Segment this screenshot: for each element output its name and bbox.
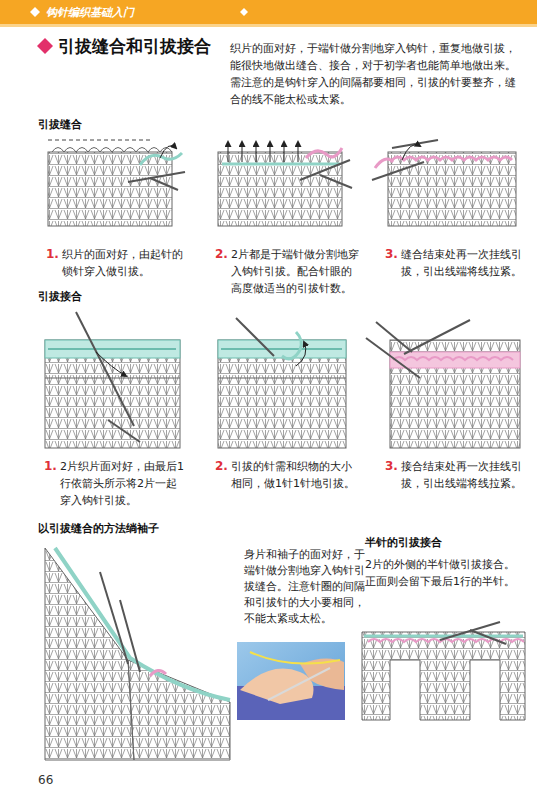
step-number: 3.	[385, 458, 401, 475]
step-number: 2.	[215, 246, 231, 263]
section-heading: 引拔接合	[38, 288, 158, 305]
fabric-figure-part	[298, 142, 299, 162]
fabric-figure-part	[470, 630, 506, 644]
fabric-figure-part	[218, 152, 342, 226]
fabric-figure-part	[388, 152, 516, 226]
sleeve-figure-part	[150, 670, 166, 676]
fabric-figure	[372, 140, 516, 226]
fabric-figure-part	[160, 146, 176, 158]
section-heading: 半针的引拔接合	[365, 534, 525, 551]
fabric-figure-part	[320, 175, 352, 188]
header-band-part	[240, 8, 248, 16]
step-number: 1.	[46, 246, 62, 263]
step-text: 引拔的针需和织物的大小相同，做1针1针地引拔。	[231, 458, 359, 492]
fabric-figure-part	[228, 142, 229, 162]
sleeve-figure-part	[128, 660, 230, 760]
step-text: 接合结束处再一次挂线引拔，引出线端将线拉紧。	[401, 458, 525, 492]
sleeve-figure-part	[100, 572, 128, 664]
fabric-figure-part	[296, 342, 306, 366]
step-text: 缝合结束处再一次挂线引拔，引出线端将线拉紧。	[401, 246, 525, 280]
fabric-figure	[48, 140, 185, 226]
fabric-figure-part	[218, 340, 346, 358]
step-number: 3.	[385, 246, 401, 263]
fabric-figure-part	[45, 378, 180, 379]
fabric-figure-part	[45, 340, 180, 358]
sleeve-figure-part	[120, 600, 140, 672]
step-text: 2片都是于端针做分割地穿入钩针引拔。配合针眼的高度做适当的引拔针数。	[231, 246, 359, 297]
fabric-figure-part	[376, 322, 412, 352]
note-text: 身片和袖子的面对好，于端针做分割地穿入钩针引拔缝合。注意针圈的间隔和引拔针的大小…	[244, 546, 366, 626]
section-heading: 引拔缝合	[38, 116, 158, 133]
fabric-figure	[366, 320, 520, 448]
step-text: 2片织片面对好，由最后1行依箭头所示将2片一起穿入钩针引拔。	[60, 458, 186, 509]
fabric-figure-part	[282, 332, 301, 359]
fabric-figure-part	[372, 162, 424, 180]
fabric-figure-part	[402, 145, 420, 160]
fabric-figure-part	[222, 163, 340, 166]
fabric-figure-part	[45, 340, 180, 448]
fabric-figure-part	[375, 159, 393, 168]
section-heading: 以引拔缝合的方法绱袖子	[38, 520, 248, 537]
fabric-figure-part	[404, 320, 470, 354]
header-band	[0, 0, 537, 27]
fabric-figure	[362, 622, 525, 720]
photo-part	[240, 669, 314, 704]
fabric-figure-part	[390, 352, 520, 368]
fabric-figure-part	[221, 348, 342, 350]
sleeve-figure-part	[45, 548, 134, 760]
fabric-figure-part	[366, 338, 420, 378]
fabric-figure-part	[76, 312, 134, 426]
fabric-figure-part	[218, 378, 346, 379]
title-icon	[37, 38, 53, 54]
fabric-figure-part	[150, 178, 178, 190]
fabric-figure-part	[256, 142, 257, 162]
sleeve-figure	[45, 548, 230, 760]
fabric-figure-part	[270, 142, 271, 162]
photo-part	[237, 642, 345, 720]
photo-part	[268, 668, 330, 700]
header-band-part	[0, 24, 537, 27]
fabric-figure-part	[48, 140, 150, 141]
fabric-figure	[45, 312, 180, 448]
fabric-figure-part	[364, 635, 523, 638]
fabric-figure-part	[392, 140, 438, 148]
fabric-figure-part	[236, 318, 274, 356]
fabric-figure-part	[108, 420, 140, 442]
fabric-figure	[218, 318, 346, 448]
header-text: 钩针编织基础入门	[46, 5, 236, 20]
header-band-part	[30, 7, 40, 17]
title-icon-part	[37, 38, 53, 54]
header-band-part	[0, 0, 537, 24]
fabric-figure-part	[284, 142, 285, 162]
fabric-figure	[218, 142, 352, 226]
page-number: 66	[38, 772, 78, 789]
step-text: 织片的面对好，由起针的锁针穿入做引拔。	[62, 246, 186, 280]
page-title: 引拔缝合和引拔接合	[58, 35, 228, 57]
step-number: 1.	[44, 458, 60, 475]
photo-part	[250, 652, 340, 664]
sleeve-figure-part	[55, 548, 230, 700]
fabric-figure-part	[392, 157, 512, 160]
fabric-figure-part	[96, 352, 126, 376]
step-number: 2.	[215, 458, 231, 475]
fabric-figure-part	[393, 357, 513, 360]
fabric-figure-part	[48, 152, 172, 226]
fabric-figure-part	[52, 148, 172, 153]
intro-text: 织片的面对好，于端针做分割地穿入钩针，重复地做引拔，能很快地做出缝合、接合，对于…	[230, 40, 524, 108]
fabric-figure-part	[242, 142, 243, 162]
fabric-figure-part	[48, 348, 176, 350]
note-text: 2片的外侧的半针做引拔接合。正面则会留下最后1行的半针。	[365, 556, 525, 590]
fabric-figure-part	[390, 340, 520, 448]
fabric-figure-part	[362, 632, 525, 720]
fabric-figure-part	[306, 148, 342, 158]
photo	[237, 642, 345, 720]
